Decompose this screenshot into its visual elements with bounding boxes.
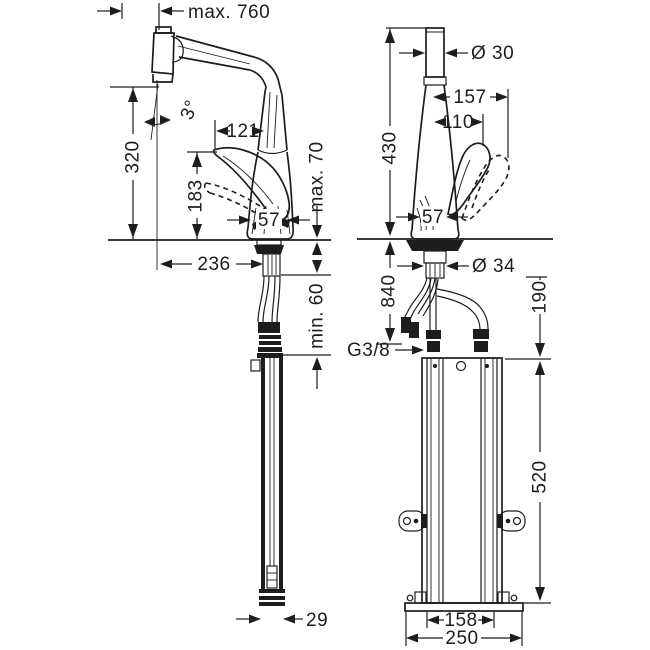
dim-57-right-label: 57 <box>422 207 444 228</box>
dim-520-label: 520 <box>530 460 551 493</box>
dim-clearance-below: min. 60 <box>307 283 328 389</box>
dim-236-label: 236 <box>197 254 230 275</box>
left-view-figure: max. 760 3° 320 183 <box>97 2 331 631</box>
dim-countertop-thickness: max. 70 <box>307 141 328 273</box>
dim-121-label: 121 <box>226 121 259 142</box>
dim-handle-swing-width: 157 <box>433 87 509 158</box>
pullout-hose <box>259 358 285 606</box>
dim-min-60-label: min. 60 <box>307 283 328 349</box>
right-view-figure: Ø 30 157 110 430 <box>347 27 553 649</box>
dim-base-width-right: 57 <box>396 206 468 228</box>
dim-box-top-offset: 190 <box>530 277 551 357</box>
spray-head <box>151 26 184 83</box>
dim-handle-reach: 121 <box>214 120 264 149</box>
dim-183-label: 183 <box>186 179 207 212</box>
dim-base-width-left: 57 <box>227 209 310 231</box>
dim-320-label: 320 <box>123 140 144 173</box>
dim-handle-width: 110 <box>434 112 484 146</box>
dim-handle-height: 183 <box>186 151 217 239</box>
dim-max-70-label: max. 70 <box>307 141 328 212</box>
handle-lever-right <box>447 142 510 221</box>
spout-pipe-front <box>423 27 447 86</box>
dim-angle-label: 3° <box>177 97 204 123</box>
dim-57-left-label: 57 <box>258 210 280 231</box>
underdeck-left <box>250 239 284 372</box>
base-plate <box>404 591 524 612</box>
dim-mounting-box-height: 520 <box>505 358 551 604</box>
dim-max-760-label: max. 760 <box>188 2 270 23</box>
dim-190-label: 190 <box>530 280 551 313</box>
dim-rail-spacing: 158 <box>426 610 495 631</box>
dim-d34-label: Ø 34 <box>472 256 515 277</box>
dim-pullout-extension: max. 760 <box>97 2 270 30</box>
dim-spout-diameter: Ø 30 <box>399 43 514 64</box>
dim-158-label: 158 <box>444 610 477 631</box>
dim-connection-thread: G3/8 <box>347 340 424 361</box>
dim-shaft-diameter: Ø 34 <box>397 256 515 277</box>
dim-d30-label: Ø 30 <box>471 43 514 64</box>
dim-110-label: 110 <box>442 112 474 133</box>
dim-spout-reach: 236 <box>160 254 263 275</box>
mounting-box <box>398 357 526 612</box>
dim-spout-height: 320 <box>110 86 159 239</box>
dim-total-height: 430 <box>380 27 427 236</box>
dim-250-label: 250 <box>445 628 478 649</box>
dim-hose-length: 840 <box>376 241 402 345</box>
dim-baseplate-width: 250 <box>405 612 523 649</box>
dim-157-label: 157 <box>453 87 486 108</box>
clamp-right <box>497 510 526 532</box>
dim-840-label: 840 <box>379 274 400 307</box>
dim-430-label: 430 <box>380 131 401 164</box>
underdeck-right <box>401 240 489 352</box>
dim-g38-label: G3/8 <box>347 340 390 361</box>
spout-arm <box>175 35 288 151</box>
clamp-left <box>398 510 427 532</box>
dim-29-label: 29 <box>306 610 328 631</box>
dim-hose-width: 29 <box>236 610 328 631</box>
